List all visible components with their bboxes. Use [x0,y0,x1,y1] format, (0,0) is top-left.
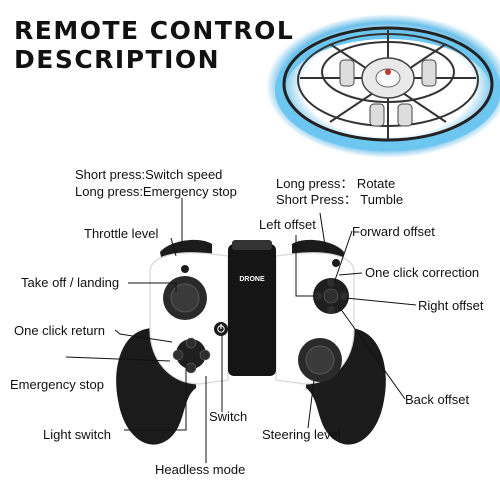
title-line-2: DESCRIPTION [14,45,221,74]
title-line-1: REMOTE CONTROL [14,16,295,45]
label-headless-mode: Headless mode [155,462,246,477]
label-long-press-stop: Long press:Emergency stop [75,184,237,199]
remote-controller-image [116,239,386,445]
label-forward-offset: Forward offset [352,224,435,239]
label-switch: Switch [209,409,248,424]
label-back-offset: Back offset [405,392,470,407]
leader-lines [65,198,417,463]
label-one-click-return: One click return [14,323,106,338]
label-steering-level: Steering level [262,427,341,442]
label-short-press-tumble: Short Press： Tumble [276,192,404,207]
drone-product-image [266,14,500,158]
label-light-switch: Light switch [43,427,111,442]
label-right-offset: Right offset [418,298,484,313]
label-emergency-stop: Emergency stop [10,377,104,392]
label-one-click-correction: One click correction [365,265,480,280]
controller-brand: DRONE [239,276,265,283]
label-left-offset: Left offset [259,217,316,232]
label-take-off-landing: Take off / landing [21,275,120,290]
label-short-press-speed: Short press:Switch speed [75,167,223,182]
label-long-press-rotate: Long press： Rotate [276,176,396,191]
label-throttle-level: Throttle level [84,226,159,241]
